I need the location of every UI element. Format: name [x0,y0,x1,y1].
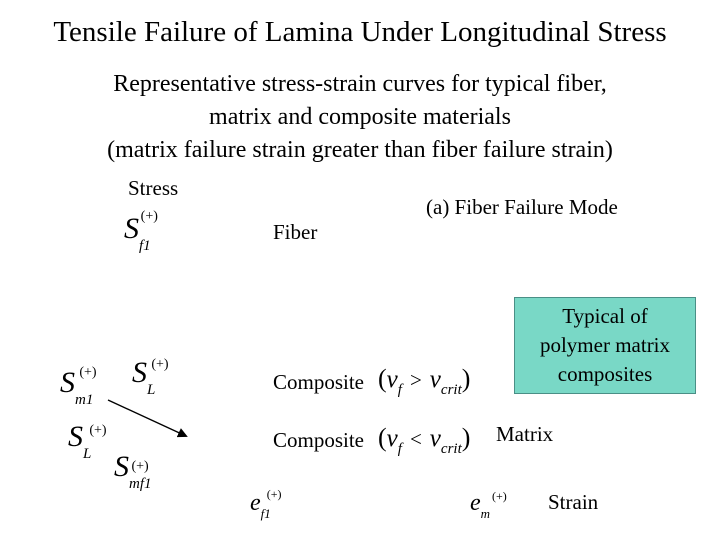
callout-line-1: Typical of [562,304,648,328]
subtitle-line-1: Representative stress-strain curves for … [113,71,607,97]
sup-plus: (+) [89,423,107,438]
subtitle-line-3: (matrix failure strain greater than fibe… [107,137,613,163]
sup-plus: (+) [266,487,282,501]
fiber-curve-label: Fiber [273,220,318,244]
sub-f: f [397,382,402,398]
callout-line-3: composites [557,362,653,386]
sub-f1: f1 [260,506,271,521]
strain-axis-label: Strain [548,490,599,514]
condition-open-paren: ( [378,423,387,452]
greater-than-sign: > [409,368,422,392]
matrix-curve-label: Matrix [496,422,554,446]
symbol-s-l-plus-lower: SL (+) [68,420,109,462]
s-symbol: S [68,420,83,453]
sup-plus: (+) [140,209,158,224]
symbol-e-f1-plus: ef1 (+) [250,487,286,521]
condition-close-paren: ) [461,364,471,393]
condition-vf-greater-vcrit: (vf>vcrit) [378,364,471,398]
composite-curve-label-2: Composite [273,428,365,452]
e-symbol: e [250,490,261,516]
symbol-s-m1-plus: Sm1 (+) [60,365,111,408]
sup-plus: (+) [151,357,169,372]
v-symbol: v [429,425,441,452]
stress-axis-label: Stress [128,176,179,200]
sub-crit: crit [440,441,462,457]
condition-vf-less-vcrit: (vf<vcrit) [378,423,471,457]
sub-mf1: mf1 [129,476,152,492]
sub-l: L [83,446,92,462]
symbol-s-f1-plus: Sf1 (+) [124,209,168,254]
s-symbol: S [114,450,129,483]
sub-m: m [480,506,491,521]
condition-open-paren: ( [378,364,387,393]
s-symbol: S [60,366,75,399]
slide-title: Tensile Failure of Lamina Under Longitud… [53,16,667,48]
sup-plus: (+) [492,489,507,503]
v-symbol: v [386,425,398,452]
symbol-s-mf1-plus: Smf1 (+) [114,450,169,492]
v-symbol: v [429,366,441,393]
sub-crit: crit [440,382,462,398]
sub-f: f [397,441,402,457]
callout-line-2: polymer matrix [539,333,671,357]
s-symbol: S [124,212,139,245]
s-symbol: S [132,356,147,389]
symbol-e-m-plus: em(+) [470,489,507,521]
sub-l: L [147,382,156,398]
symbol-s-l-plus-upper: SL (+) [132,356,173,398]
less-than-sign: < [409,427,422,451]
fiber-failure-mode-label: (a) Fiber Failure Mode [426,195,618,219]
sub-m1: m1 [75,392,94,408]
sup-plus: (+) [131,459,149,474]
slide-subtitle: Representative stress-strain curves for … [0,68,720,167]
condition-close-paren: ) [461,423,471,452]
subtitle-line-2: matrix and composite materials [209,104,511,130]
arrow-line [107,399,188,438]
composite-curve-label-1: Composite [273,370,365,394]
sup-plus: (+) [79,365,97,380]
sub-f1: f1 [139,238,151,254]
e-symbol: e [470,490,481,516]
v-symbol: v [386,366,398,393]
polymer-composites-callout: Typical of polymer matrix composites [514,297,696,394]
